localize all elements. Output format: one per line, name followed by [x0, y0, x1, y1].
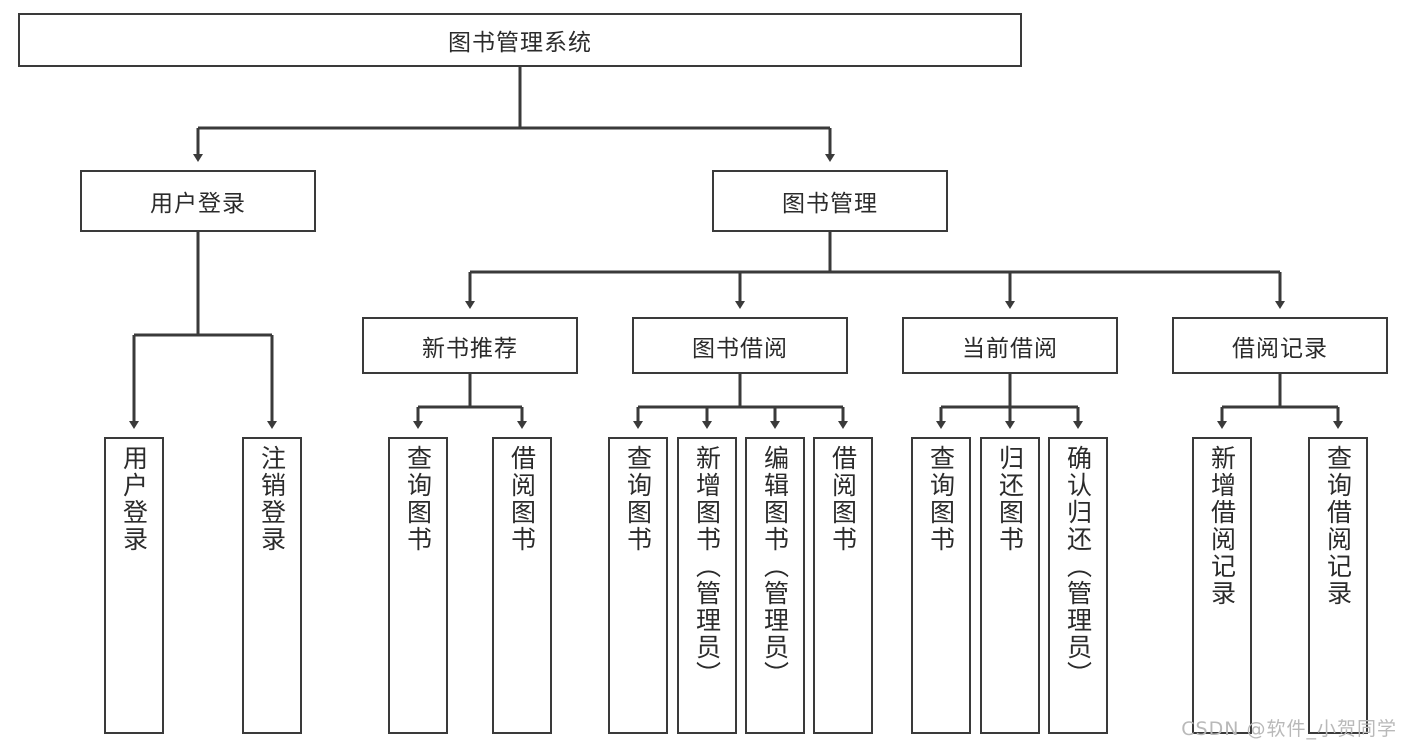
node-borrow-record[interactable]: 借阅记录: [1172, 317, 1388, 374]
leaf-user-login-logout[interactable]: 注销登录: [242, 437, 302, 734]
node-label: 归还图书: [995, 445, 1025, 553]
node-label: 新书推荐: [422, 335, 518, 362]
node-root-system[interactable]: 图书管理系统: [18, 13, 1022, 67]
node-book-management[interactable]: 图书管理: [712, 170, 948, 232]
node-new-book-recommend[interactable]: 新书推荐: [362, 317, 578, 374]
leaf-borrow-record-add[interactable]: 新增借阅记录: [1192, 437, 1252, 734]
leaf-book-borrow-edit[interactable]: 编辑图书（管理员）: [745, 437, 805, 734]
node-label: 编辑图书（管理员）: [760, 445, 790, 688]
leaf-current-borrow-query[interactable]: 查询图书: [911, 437, 971, 734]
node-label: 确认归还（管理员）: [1063, 445, 1093, 688]
leaf-new-book-borrow[interactable]: 借阅图书: [492, 437, 552, 734]
node-label: 用户登录: [119, 445, 149, 553]
node-label: 查询图书: [926, 445, 956, 553]
node-label: 查询借阅记录: [1323, 445, 1353, 607]
leaf-current-borrow-return[interactable]: 归还图书: [980, 437, 1040, 734]
leaf-book-borrow-add[interactable]: 新增图书（管理员）: [677, 437, 737, 734]
node-label: 图书管理: [782, 191, 878, 217]
node-label: 图书借阅: [692, 335, 788, 362]
leaf-user-login-login[interactable]: 用户登录: [104, 437, 164, 734]
node-current-borrow[interactable]: 当前借阅: [902, 317, 1118, 374]
node-user-login[interactable]: 用户登录: [80, 170, 316, 232]
node-label: 当前借阅: [962, 335, 1058, 362]
node-label: 用户登录: [150, 191, 246, 217]
leaf-borrow-record-query[interactable]: 查询借阅记录: [1308, 437, 1368, 734]
node-label: 借阅记录: [1232, 335, 1328, 362]
leaf-current-borrow-confirm-return[interactable]: 确认归还（管理员）: [1048, 437, 1108, 734]
leaf-book-borrow-borrow[interactable]: 借阅图书: [813, 437, 873, 734]
node-label: 查询图书: [623, 445, 653, 553]
node-book-borrow[interactable]: 图书借阅: [632, 317, 848, 374]
node-label: 新增借阅记录: [1207, 445, 1237, 607]
node-label: 借阅图书: [828, 445, 858, 553]
leaf-new-book-query[interactable]: 查询图书: [388, 437, 448, 734]
leaf-book-borrow-query[interactable]: 查询图书: [608, 437, 668, 734]
node-label: 查询图书: [403, 445, 433, 553]
node-label: 注销登录: [257, 445, 287, 553]
node-label: 新增图书（管理员）: [692, 445, 722, 688]
node-label: 借阅图书: [507, 445, 537, 553]
watermark-text: CSDN @软件_小贺同学: [1181, 718, 1397, 740]
node-label: 图书管理系统: [448, 30, 592, 56]
